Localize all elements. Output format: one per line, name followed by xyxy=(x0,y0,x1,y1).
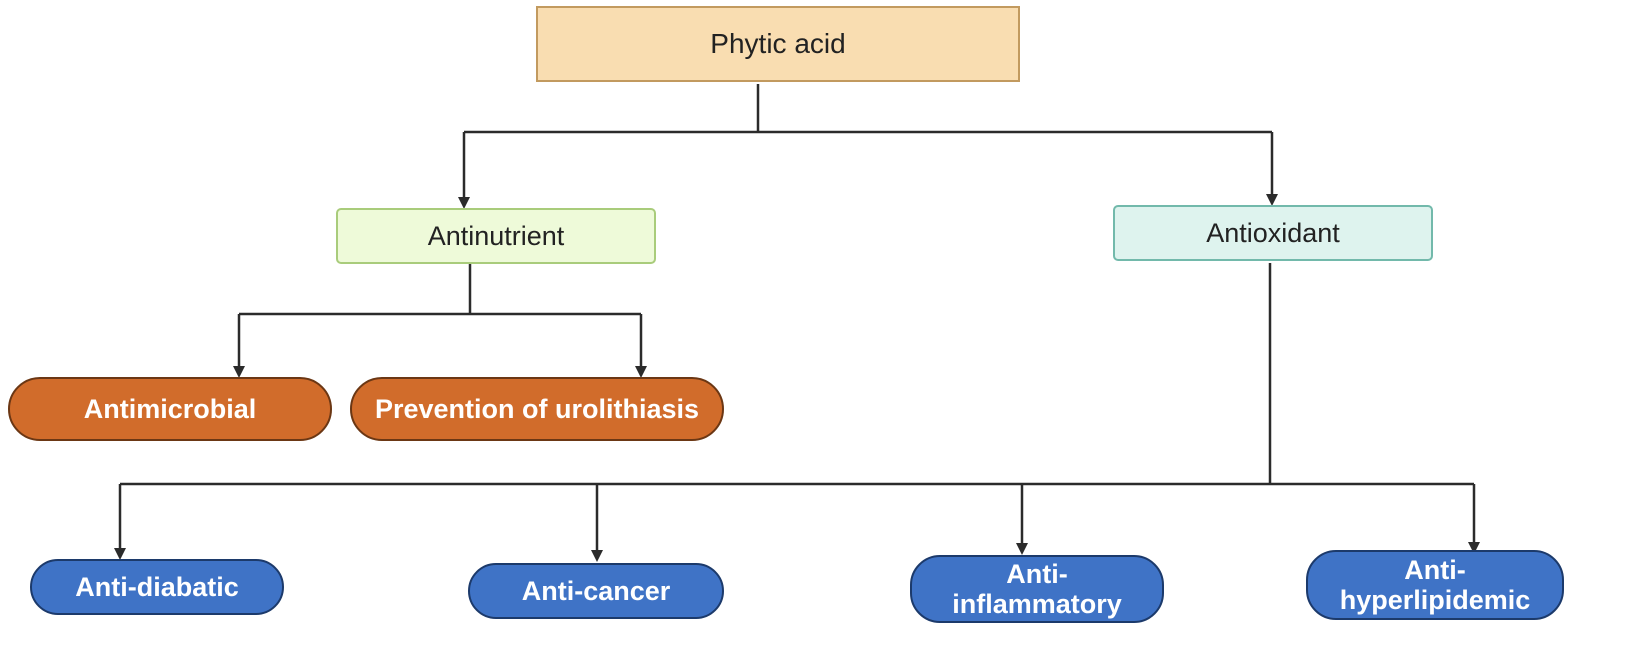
node-anti-inflammatory-label-line1: Anti- xyxy=(1006,558,1068,589)
node-phytic-acid: Phytic acid xyxy=(536,6,1020,82)
node-anti-cancer: Anti-cancer xyxy=(468,563,724,619)
node-anti-hyperlipidemic-label-line1: Anti- xyxy=(1404,554,1466,585)
node-antioxidant: Antioxidant xyxy=(1113,205,1433,261)
node-anti-diabatic-label: Anti-diabatic xyxy=(75,571,239,602)
node-anti-hyperlipidemic-label-line2: hyperlipidemic xyxy=(1339,585,1531,615)
node-antimicrobial: Antimicrobial xyxy=(8,377,332,441)
node-anti-inflammatory-label-line2: inflammatory xyxy=(952,589,1122,619)
node-anti-diabatic: Anti-diabatic xyxy=(30,559,284,615)
node-antinutrient-label: Antinutrient xyxy=(427,220,565,251)
node-prevention-of-urolithiasis: Prevention of urolithiasis xyxy=(350,377,724,441)
node-antioxidant-label: Antioxidant xyxy=(1206,217,1340,248)
node-prevention-of-urolithiasis-label: Prevention of urolithiasis xyxy=(374,393,700,424)
node-phytic-acid-label: Phytic acid xyxy=(710,28,846,59)
node-antimicrobial-label: Antimicrobial xyxy=(83,393,257,424)
node-anti-hyperlipidemic: Anti- hyperlipidemic xyxy=(1306,550,1564,620)
node-antinutrient: Antinutrient xyxy=(336,208,656,264)
node-anti-cancer-label: Anti-cancer xyxy=(521,575,671,606)
node-anti-inflammatory: Anti- inflammatory xyxy=(910,555,1164,623)
